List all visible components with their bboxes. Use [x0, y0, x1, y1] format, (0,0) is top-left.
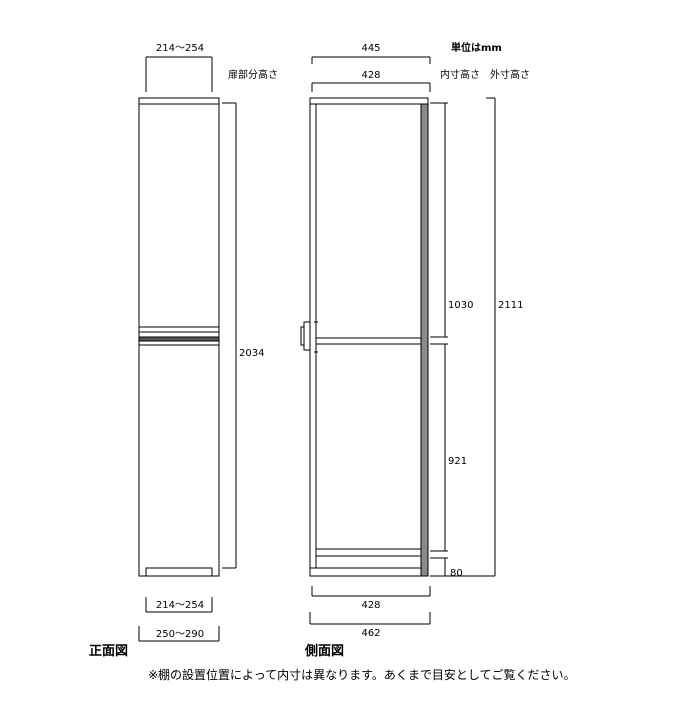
side-handle-profile	[300, 320, 318, 354]
front-bottom-inner-width: 214～254	[156, 600, 204, 611]
front-top-width-label: 214～254	[156, 43, 204, 54]
front-handle-bar	[138, 336, 220, 342]
side-cabinet-body	[309, 97, 429, 577]
side-base-height: 80	[450, 568, 463, 579]
side-view-label: 側面図	[304, 643, 344, 659]
footnote: ※棚の設置位置によって内寸は異なります。あくまで目安としてご覧ください。	[148, 667, 576, 682]
side-total-height: 2111	[498, 300, 523, 311]
front-view	[138, 56, 237, 642]
side-outer-depth-bottom: 462	[361, 628, 380, 639]
side-inner-depth-bottom: 428	[361, 600, 380, 611]
front-view-label: 正面図	[89, 644, 128, 659]
front-base-plinth	[145, 567, 213, 577]
side-lower-inner-height: 921	[448, 456, 467, 467]
unit-note: 単位はmm	[451, 41, 502, 54]
side-back-panel	[420, 103, 429, 577]
side-inner-height-label: 内寸高さ	[440, 68, 480, 81]
side-upper-inner-height: 1030	[448, 300, 473, 311]
front-bottom-outer-width: 250～290	[156, 629, 204, 640]
side-outer-depth-top: 445	[361, 43, 380, 54]
side-view	[300, 56, 496, 625]
front-door-height-label: 扉部分高さ	[228, 68, 278, 81]
front-height-value: 2034	[239, 348, 264, 359]
side-bottom-shelf	[315, 548, 422, 557]
side-inner-depth-top: 428	[361, 70, 380, 81]
side-middle-shelf	[315, 337, 422, 345]
side-outer-height-label: 外寸高さ	[490, 68, 530, 81]
